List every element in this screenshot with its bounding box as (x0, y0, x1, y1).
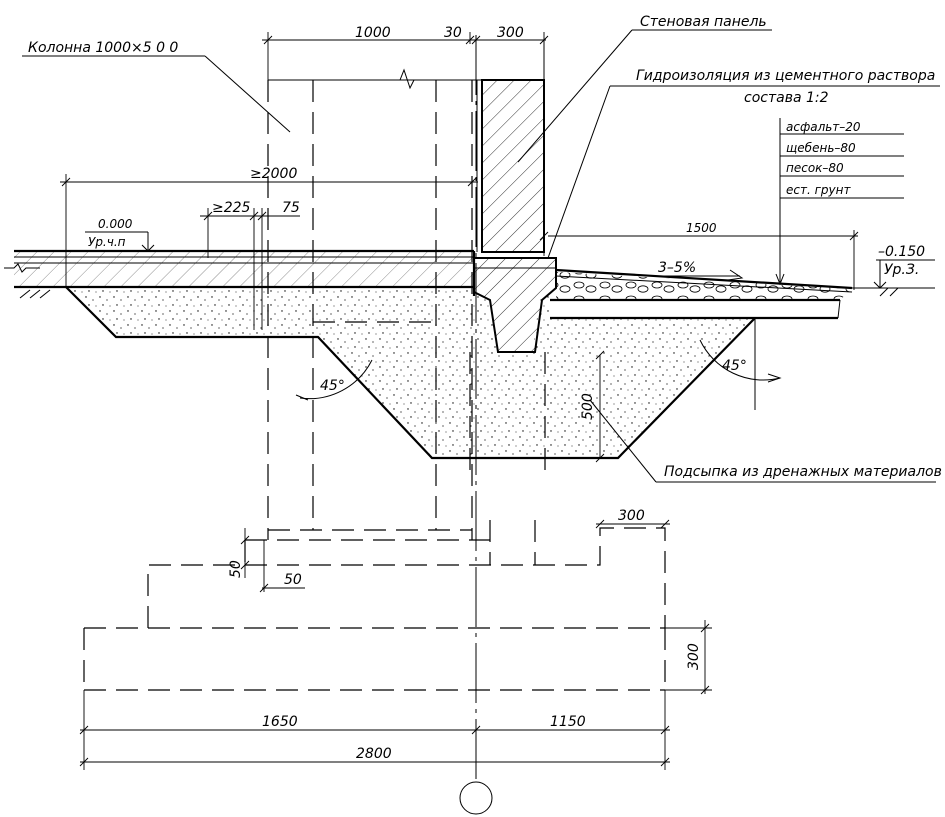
layer-soil: ест. грунт (786, 183, 851, 197)
floor-level-mark: 0.000 Ур.ч.п (85, 217, 155, 252)
dim-1150-text: 1150 (550, 714, 586, 730)
dim-2800-text: 2800 (356, 746, 392, 762)
dim-1500: 1500 (539, 221, 859, 290)
layer-gravel: щебень–80 (786, 141, 856, 155)
ground-level-mark: –0.150 Ур.З. (873, 244, 935, 289)
foundation-beam (473, 257, 557, 353)
dim-50-vertical: 50 (228, 560, 244, 578)
dim-300-right: 300 (595, 508, 670, 529)
dim-300-right-text: 300 (618, 508, 645, 524)
dim-2000-text: ≥2000 (250, 166, 297, 182)
wall-panel (476, 40, 545, 253)
wall-panel-text: Стеновая панель (640, 14, 767, 30)
angle-right: 45° (699, 318, 782, 410)
floor-level-value: 0.000 (98, 217, 133, 231)
layer-asphalt: асфальт–20 (786, 120, 861, 134)
backfill-label: Подсыпка из дренажных материалов (589, 399, 942, 483)
floor-slab (4, 249, 476, 299)
blind-area (550, 268, 935, 320)
waterproofing-text-2: состава 1:2 (744, 90, 829, 106)
dim-top: 1000 30 300 (262, 25, 549, 90)
dim-50-horizontal: 50 (284, 572, 302, 588)
angle-left-text: 45° (320, 378, 345, 394)
dim-300-top: 300 (497, 25, 524, 41)
dim-300-vertical-text: 300 (686, 643, 702, 670)
axis-line (459, 35, 493, 815)
slope-text: 3–5% (658, 260, 696, 276)
dim-225-text: ≥225 (212, 200, 251, 216)
ground-level-name: Ур.З. (884, 262, 919, 278)
footing-hidden (83, 527, 666, 691)
dim-300-vertical: 300 (665, 620, 712, 695)
angle-left: 45° (295, 359, 373, 401)
dim-75-text: 75 (282, 200, 300, 216)
wall-panel-label: Стеновая панель (517, 14, 772, 163)
dim-2000: ≥2000 (60, 166, 478, 287)
column-hidden (244, 80, 546, 565)
column-label: Колонна 1000×5 0 0 (22, 40, 291, 133)
dim-1500-text: 1500 (686, 221, 717, 235)
backfill-text: Подсыпка из дренажных материалов (664, 464, 942, 480)
dim-50: 50 50 (228, 528, 305, 593)
waterproofing-text-1: Гидроизоляция из цементного раствора (636, 68, 935, 84)
layers-legend: асфальт–20 щебень–80 песок–80 ест. грунт (775, 118, 904, 286)
dim-30: 30 (444, 25, 462, 41)
dim-1000: 1000 (355, 25, 391, 41)
dim-500-text: 500 (580, 393, 596, 420)
layer-sand: песок–80 (786, 161, 844, 175)
dim-225-75: ≥225 75 (200, 200, 300, 330)
slope-mark: 3–5% (650, 260, 744, 281)
backfill-area (65, 286, 756, 460)
waterproofing-label: Гидроизоляция из цементного раствора сос… (547, 68, 940, 259)
dim-bottom: 1650 1150 2800 (79, 690, 670, 770)
angle-right-text: 45° (722, 358, 747, 374)
floor-level-name: Ур.ч.п (88, 235, 126, 249)
dim-1650-text: 1650 (262, 714, 298, 730)
dim-500: 500 (580, 350, 605, 463)
column-label-text: Колонна 1000×5 0 0 (28, 40, 178, 56)
ground-level-value: –0.150 (878, 244, 925, 260)
